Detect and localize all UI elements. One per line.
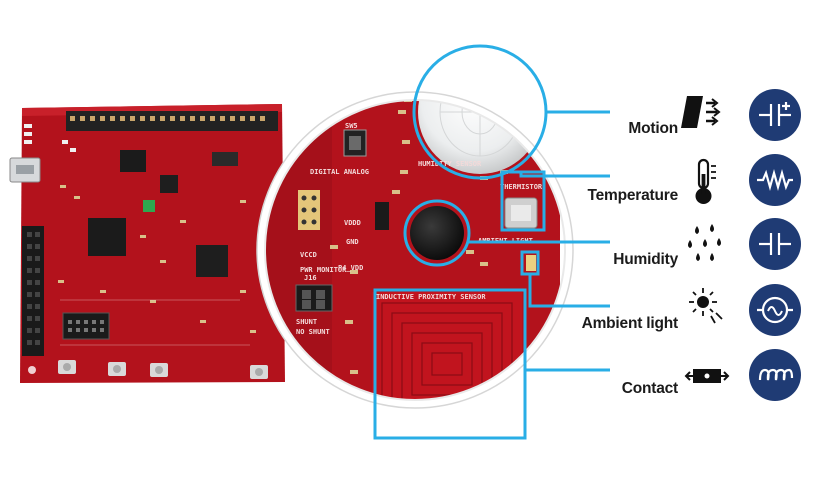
- capacitor-variable-icon: [749, 89, 801, 141]
- callout-humidity-ring: [403, 199, 471, 267]
- shunt-silk: SHUNT: [296, 318, 317, 326]
- ac-source-icon: [749, 284, 801, 336]
- kit-name-line2: COPROCESSOR PIONEER KIT: [388, 445, 485, 453]
- capacitor-icon: [749, 218, 801, 270]
- inductor-coil-icon: [749, 349, 801, 401]
- digital-analog-silk: DIGITAL ANALOG: [310, 168, 369, 176]
- thermistor-silk-label: THERMISTOR: [500, 183, 543, 191]
- magnifier-lens: PIR MOTION SENSOR HUMIDITY SENSOR THERMI…: [256, 91, 574, 453]
- callout-contact-box: [373, 288, 527, 440]
- jumper-header: [298, 190, 320, 230]
- ic-chip-small: [120, 150, 146, 172]
- pir-motion-icon: [681, 96, 721, 128]
- gnd-silk: GND: [346, 238, 359, 246]
- pwr-monitor-header: [295, 284, 333, 312]
- label-temperature: Temperature: [587, 187, 678, 204]
- thermometer-icon: [695, 158, 716, 204]
- vccd-silk: VCCD: [300, 251, 317, 259]
- left-pin-header: [22, 226, 44, 356]
- light-sun-icon: [689, 288, 723, 324]
- callout-ambient-line: [528, 274, 610, 308]
- callout-temperature-box: [500, 170, 546, 232]
- label-humidity: Humidity: [613, 251, 678, 268]
- callouts: [373, 44, 610, 440]
- proximity-silk-label: INDUCTIVE PROXIMITY SENSOR: [376, 293, 486, 301]
- push-buttons: [58, 360, 268, 379]
- callout-temperature-line: [519, 172, 610, 178]
- pwr-monitor-silk: PWR MONITOR: [300, 266, 347, 274]
- sw5-silk: SW5: [345, 122, 358, 130]
- water-drops-icon: [688, 224, 721, 261]
- light-sensor: [526, 255, 536, 271]
- label-contact: Contact: [621, 380, 678, 397]
- pcb-board: [9, 104, 285, 383]
- humidity-silk-label: HUMIDITY SENSOR: [418, 160, 482, 168]
- resistor-icon: [749, 154, 801, 206]
- label-motion: Motion: [628, 120, 678, 137]
- p4vdd-silk: P4_VDD: [338, 264, 363, 272]
- label-ambient-light: Ambient light: [581, 315, 679, 332]
- no-shunt-silk: NO SHUNT: [296, 328, 330, 336]
- ribbon-header: [62, 312, 110, 340]
- humidity-sensor: [410, 206, 464, 260]
- ic-chip-psoc: [196, 245, 228, 277]
- vddd-silk: VDDD: [344, 219, 361, 227]
- j16-silk: J16: [304, 274, 317, 282]
- switch-contact-icon: [684, 369, 730, 383]
- ic-chip-main: [88, 218, 126, 256]
